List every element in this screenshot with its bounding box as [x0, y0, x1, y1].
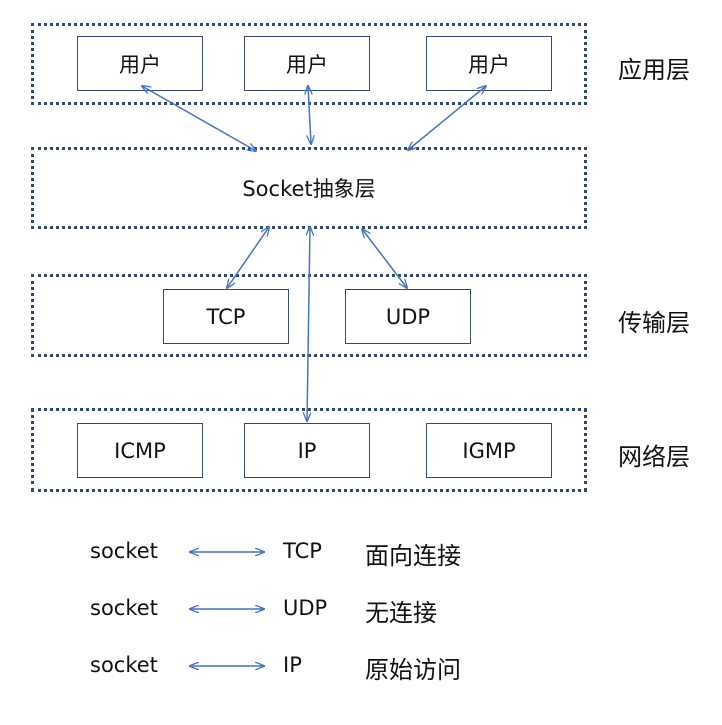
icmp-node-label: ICMP: [114, 438, 166, 463]
socket-layer-label: Socket抽象层: [242, 177, 376, 201]
arrow-user3-socket: [408, 86, 486, 150]
arrow-socket-ip: [307, 227, 310, 421]
application-layer-label: 应用层: [618, 56, 690, 84]
icmp-node: ICMP: [77, 423, 203, 478]
user-node-3-label: 用户: [468, 52, 510, 77]
legend-3-left: socket: [90, 653, 158, 677]
arrow-user2-socket: [308, 86, 311, 144]
legend-2-right: UDP: [283, 596, 328, 620]
legend-1-left: socket: [90, 539, 158, 563]
tcp-node: TCP: [163, 289, 289, 344]
user-node-2-label: 用户: [286, 52, 328, 77]
legend-1-desc: 面向连接: [365, 542, 461, 570]
network-layer-label: 网络层: [618, 443, 690, 471]
igmp-node-label: IGMP: [462, 438, 516, 463]
user-node-1-label: 用户: [119, 52, 161, 77]
transport-layer-label: 传输层: [618, 309, 690, 337]
arrow-user1-socket: [142, 86, 256, 151]
legend-3-right: IP: [283, 653, 302, 677]
tcp-node-label: TCP: [206, 304, 246, 329]
legend-1-right: TCP: [283, 539, 322, 563]
legend-2-left: socket: [90, 596, 158, 620]
udp-node-label: UDP: [385, 304, 431, 329]
ip-node-label: IP: [297, 438, 317, 463]
legend-3-desc: 原始访问: [365, 656, 461, 684]
user-node-3: 用户: [426, 36, 552, 91]
legend-2-desc: 无连接: [365, 599, 437, 627]
igmp-node: IGMP: [426, 423, 552, 478]
arrow-socket-tcp: [227, 227, 269, 288]
arrow-socket-udp: [362, 229, 407, 288]
udp-node: UDP: [345, 289, 471, 344]
ip-node: IP: [244, 423, 370, 478]
